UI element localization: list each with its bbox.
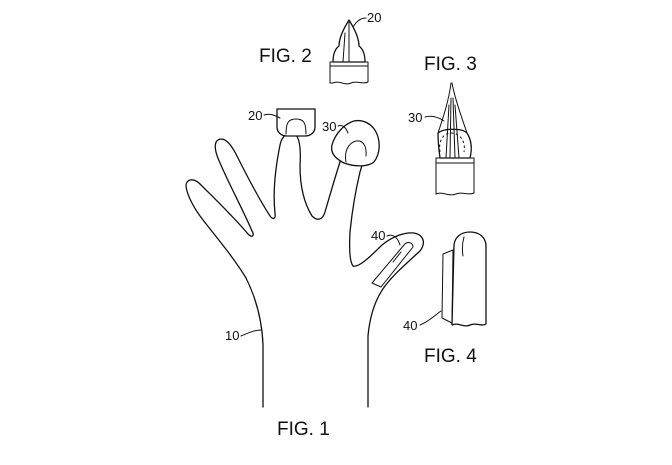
fig1-label: FIG. 1: [277, 419, 330, 440]
ref-label-10: 10: [225, 328, 239, 343]
fig3-tip-drawing: [435, 82, 475, 196]
ref-leader-20-fig2: [352, 17, 367, 28]
ref-leader-40-hand: [386, 234, 401, 246]
fig4-sleeve-body: [451, 231, 487, 327]
fig2-cone-line-left: [342, 32, 346, 63]
ref-label-20-hand: 20: [248, 108, 262, 123]
sleeve-40-edge: [392, 251, 402, 263]
ref-label-30-hand: 30: [322, 119, 336, 134]
fig3-dashed-tip: [439, 132, 465, 153]
ref-label-20-fig2: 20: [367, 10, 381, 25]
fig3-inner-lines: [445, 97, 460, 159]
fig1-hand-drawing: [185, 108, 425, 408]
fig2-tip-drawing: [329, 19, 369, 85]
ref-leader-40-fig4: [419, 310, 442, 326]
ref-leader-10: [240, 329, 263, 337]
fig3-needle-right: [451, 82, 468, 134]
fig4-sleeve-flap: [441, 249, 454, 324]
ref-leader-30-hand: [337, 125, 349, 134]
fig2-cap-body: [329, 61, 369, 85]
ref-label-40-fig4: 40: [403, 318, 417, 333]
cap-20-inner-nail: [285, 118, 307, 135]
fig4-sleeve-drawing: [441, 231, 487, 327]
fig4-sleeve-seam: [461, 236, 465, 257]
ref-label-40-hand: 40: [371, 228, 385, 243]
hand-outline: [185, 132, 425, 408]
fig4-label: FIG. 4: [424, 346, 477, 367]
fig3-body: [435, 157, 475, 196]
cap-30-inner-nail: [345, 140, 367, 163]
fig3-needle: [437, 82, 452, 134]
fig2-label: FIG. 2: [259, 46, 312, 67]
fingertip-cap-20: [276, 108, 316, 137]
finger-sleeve-40: [371, 242, 414, 288]
ref-leader-30-fig3: [424, 115, 445, 122]
ref-label-30-fig3: 30: [408, 110, 422, 125]
fig3-label: FIG. 3: [424, 54, 477, 75]
ref-leader-20-hand: [263, 113, 281, 119]
fingertip-cap-30: [330, 119, 380, 167]
